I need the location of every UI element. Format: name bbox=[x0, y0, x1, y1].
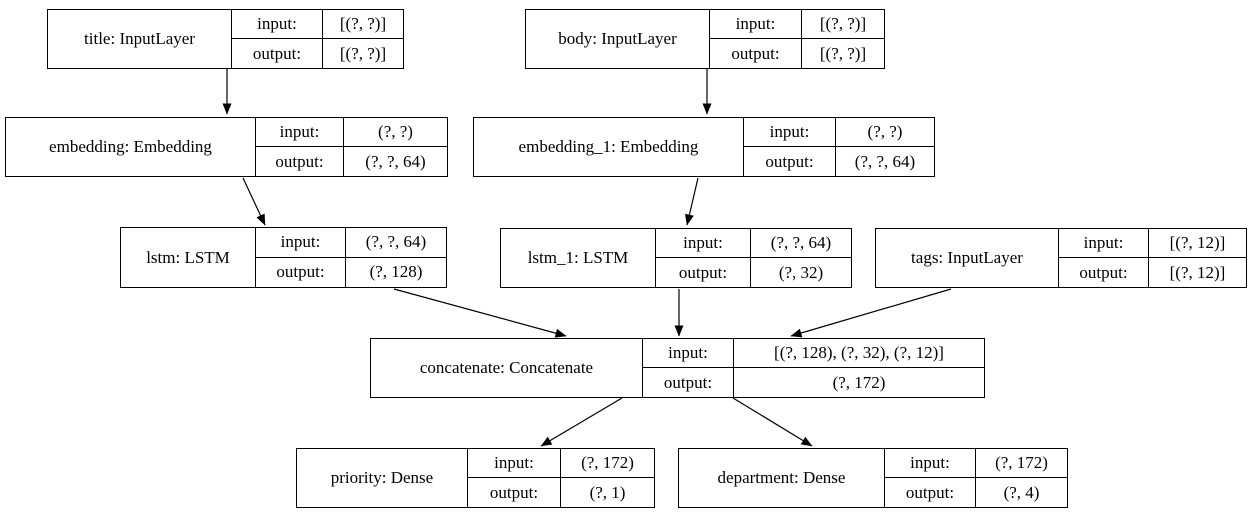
edge-tags-to-concatenate bbox=[790, 288, 952, 338]
edge-concatenate-to-priority bbox=[540, 397, 623, 447]
node-embedding-1: embedding_1: Embedding input: (?, ?) out… bbox=[473, 117, 935, 177]
output-label: output: bbox=[710, 39, 802, 68]
node-priority-dense: priority: Dense input: (?, 172) output: … bbox=[296, 448, 655, 508]
input-shape: (?, ?) bbox=[344, 118, 447, 147]
edge-lstm-to-concatenate bbox=[393, 288, 567, 338]
layer-name-label: lstm: LSTM bbox=[121, 228, 256, 287]
input-shape: (?, ?) bbox=[836, 118, 934, 147]
output-label: output: bbox=[1059, 258, 1149, 287]
output-shape: [(?, ?)] bbox=[819, 43, 867, 63]
output-label: output: bbox=[232, 39, 323, 68]
output-shape: [(?, ?)] bbox=[339, 43, 387, 63]
input-label: input: bbox=[256, 118, 344, 147]
node-lstm: lstm: LSTM input: (?, ?, 64) output: (?,… bbox=[120, 227, 447, 288]
output-label: output: bbox=[256, 257, 346, 287]
output-shape: (?, 1) bbox=[589, 482, 626, 502]
input-shape: (?, ?, 64) bbox=[346, 228, 446, 258]
output-label: output: bbox=[885, 478, 976, 507]
output-label: output: bbox=[656, 258, 751, 287]
output-shape: (?, 32) bbox=[778, 262, 824, 282]
node-lstm-1: lstm_1: LSTM input: (?, ?, 64) output: (… bbox=[500, 228, 852, 288]
node-embedding: embedding: Embedding input: (?, ?) outpu… bbox=[5, 117, 448, 177]
input-shape: [(?, ?)] bbox=[802, 10, 884, 39]
node-title-inputlayer: title: InputLayer input: [(?, ?)] output… bbox=[47, 9, 404, 69]
input-label: input: bbox=[232, 10, 323, 39]
input-shape: [(?, ?)] bbox=[323, 10, 403, 39]
input-label: input: bbox=[885, 449, 976, 478]
output-label: output: bbox=[744, 147, 836, 176]
edge-embedding_1-to-lstm_1 bbox=[685, 177, 699, 226]
layer-name-label: embedding: Embedding bbox=[6, 118, 256, 176]
output-shape: (?, 128) bbox=[369, 262, 423, 282]
input-label: input: bbox=[710, 10, 802, 39]
layer-name-label: priority: Dense bbox=[297, 449, 468, 507]
edge-concatenate-to-department bbox=[732, 397, 813, 447]
output-label: output: bbox=[643, 368, 734, 397]
output-shape: (?, ?, 64) bbox=[854, 151, 916, 171]
output-label: output: bbox=[468, 478, 561, 507]
node-body-inputlayer: body: InputLayer input: [(?, ?)] output:… bbox=[525, 9, 885, 69]
node-department-dense: department: Dense input: (?, 172) output… bbox=[678, 448, 1068, 508]
input-label: input: bbox=[1059, 229, 1149, 258]
output-shape: (?, 4) bbox=[1003, 482, 1040, 502]
node-tags-inputlayer: tags: InputLayer input: [(?, 12)] output… bbox=[875, 228, 1247, 288]
input-label: input: bbox=[643, 339, 734, 368]
input-label: input: bbox=[256, 228, 346, 258]
output-shape: (?, 172) bbox=[832, 372, 886, 392]
input-shape: (?, ?, 64) bbox=[751, 229, 851, 258]
edge-embedding-to-lstm bbox=[242, 177, 266, 226]
layer-name-label: title: InputLayer bbox=[48, 10, 232, 68]
layer-name-label: department: Dense bbox=[679, 449, 885, 507]
output-shape: (?, ?, 64) bbox=[365, 151, 426, 171]
layer-name-label: body: InputLayer bbox=[526, 10, 710, 68]
output-label: output: bbox=[256, 147, 344, 176]
output-shape: [(?, 12)] bbox=[1169, 262, 1226, 282]
layer-name-label: embedding_1: Embedding bbox=[474, 118, 744, 176]
input-label: input: bbox=[656, 229, 751, 258]
input-shape: [(?, 12)] bbox=[1149, 229, 1246, 258]
input-shape: [(?, 128), (?, 32), (?, 12)] bbox=[734, 339, 984, 368]
layer-name-label: concatenate: Concatenate bbox=[371, 339, 643, 397]
node-concatenate: concatenate: Concatenate input: [(?, 128… bbox=[370, 338, 985, 398]
layer-name-label: lstm_1: LSTM bbox=[501, 229, 656, 287]
input-shape: (?, 172) bbox=[976, 449, 1067, 478]
input-label: input: bbox=[744, 118, 836, 147]
input-shape: (?, 172) bbox=[561, 449, 654, 478]
layer-name-label: tags: InputLayer bbox=[876, 229, 1059, 287]
input-label: input: bbox=[468, 449, 561, 478]
